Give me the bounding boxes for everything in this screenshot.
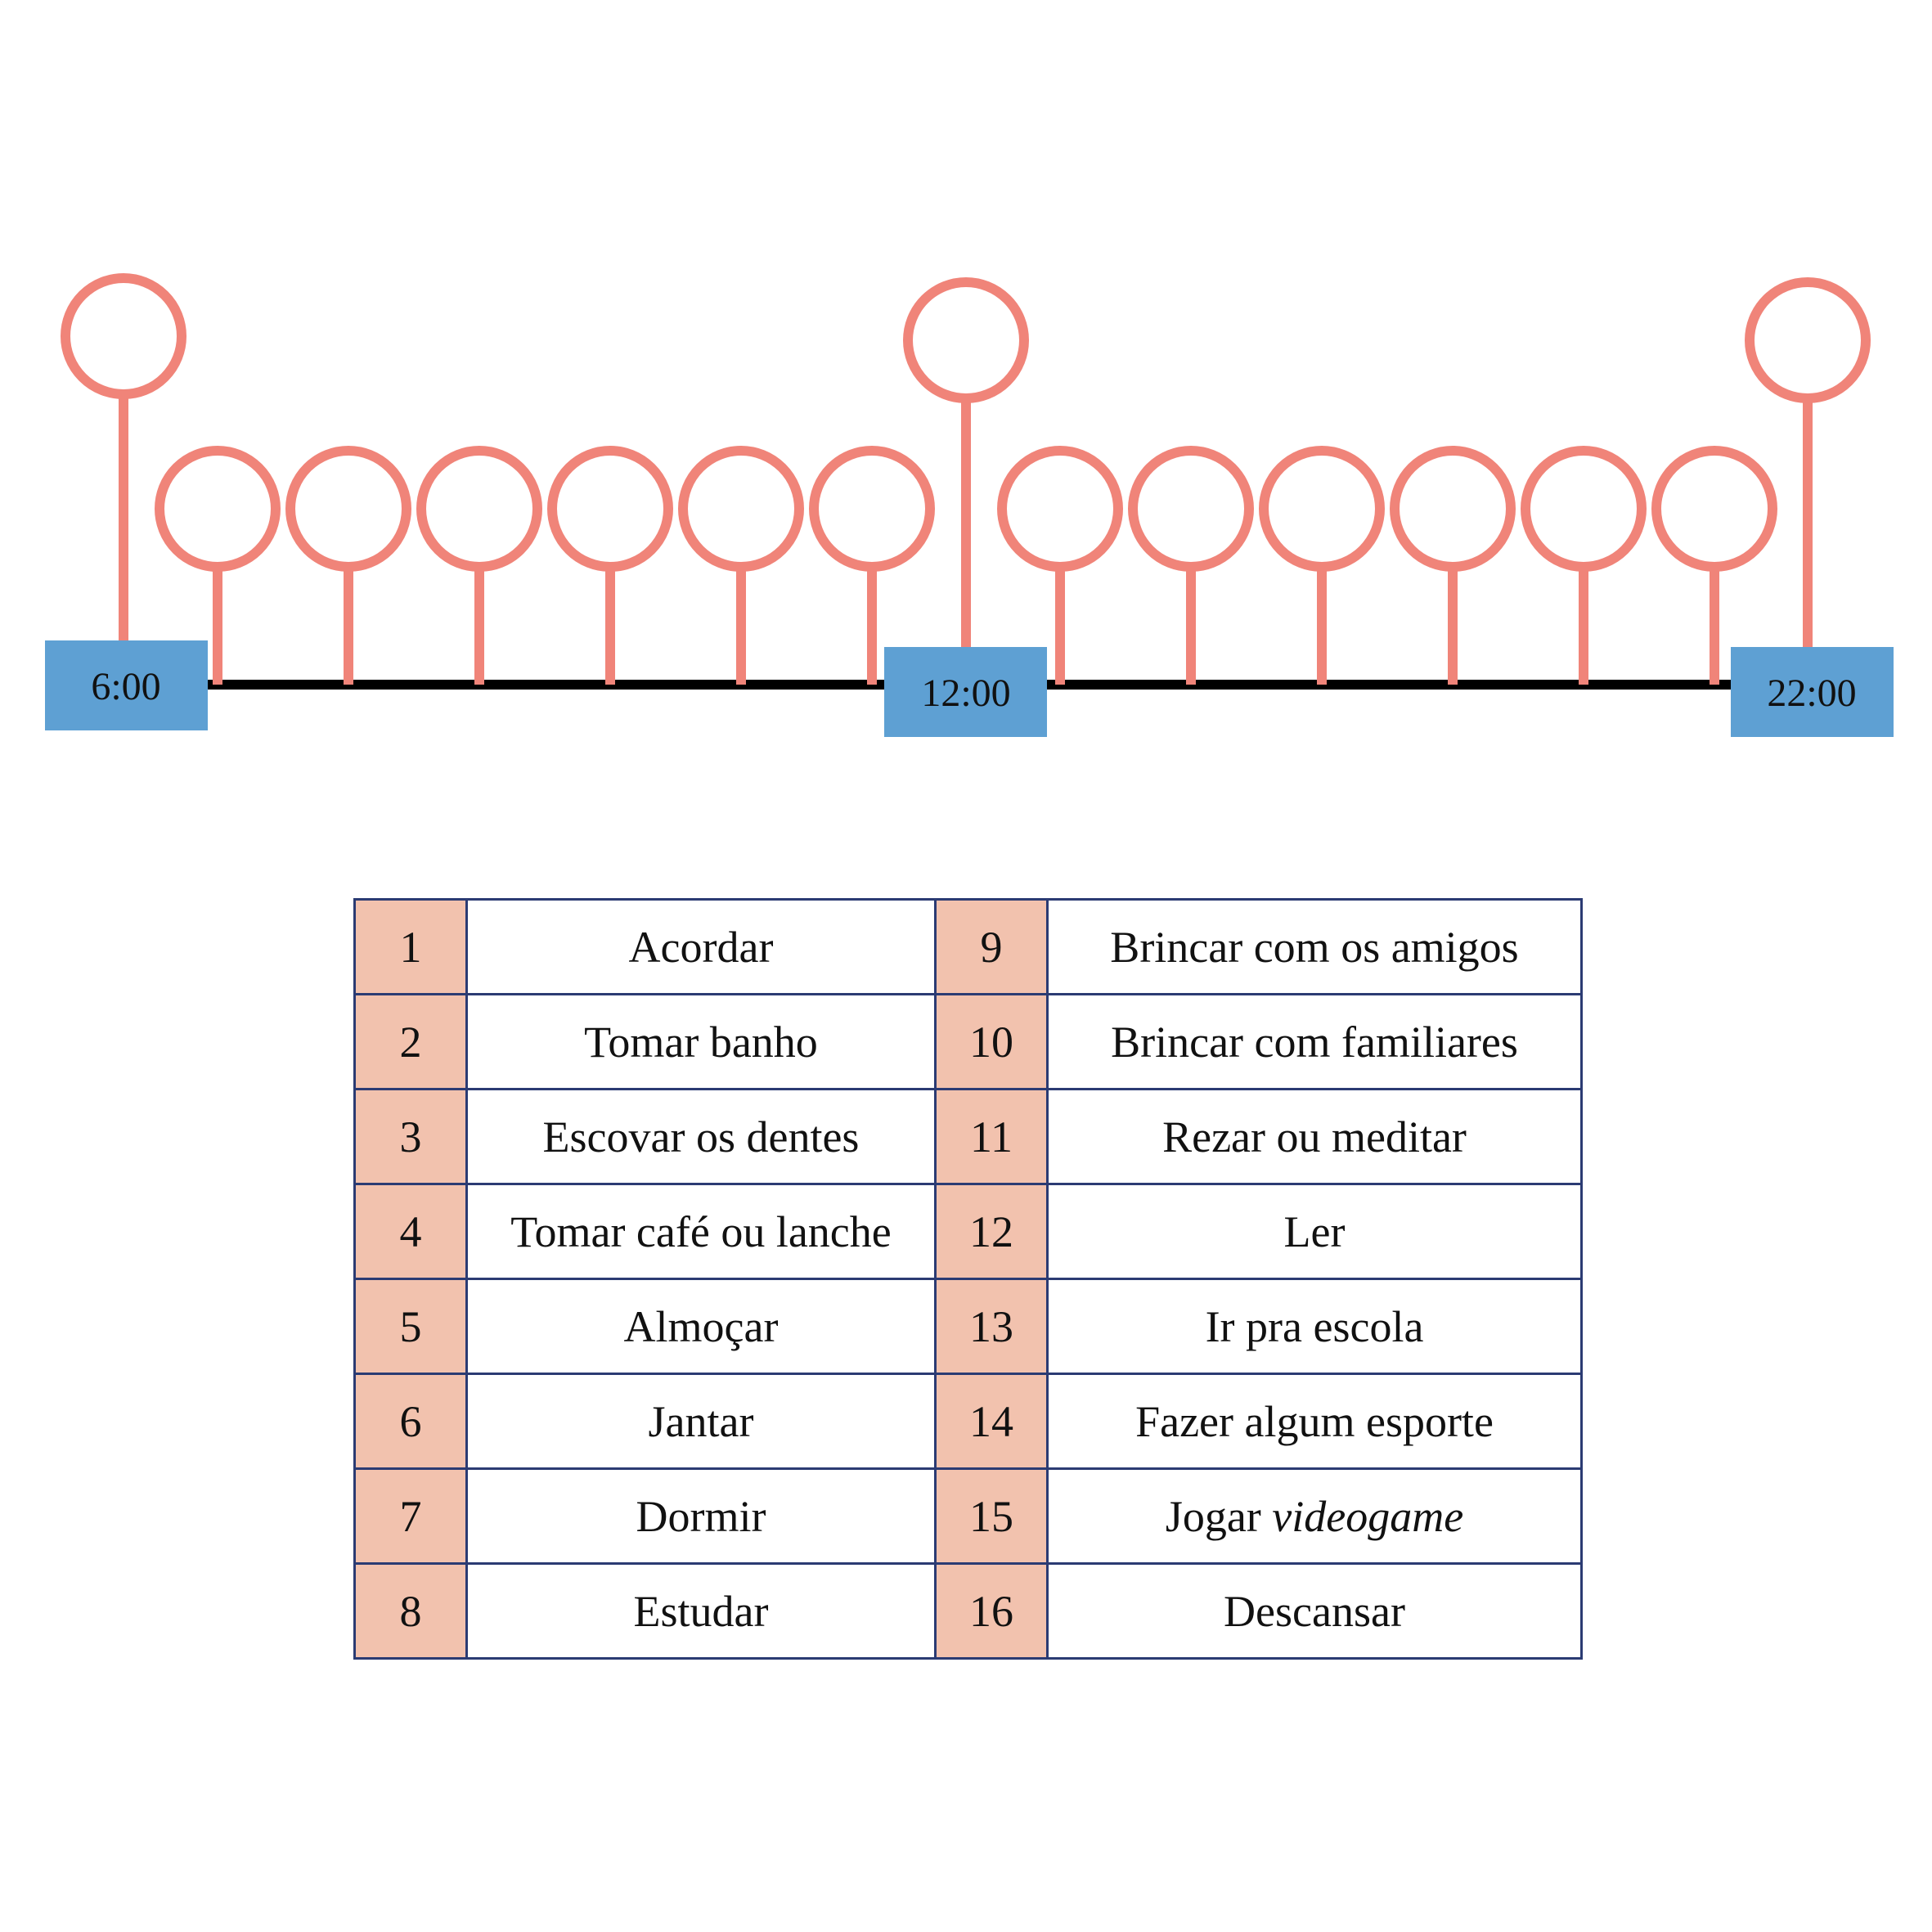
slot-circle[interactable]: [1521, 446, 1647, 572]
table-row: 1 Acordar 9 Brincar com os amigos: [353, 898, 1583, 995]
slot-circle[interactable]: [416, 446, 542, 572]
activity-label: Estudar: [465, 1562, 937, 1660]
activity-number: 2: [353, 993, 468, 1090]
activity-label: Tomar banho: [465, 993, 937, 1090]
activity-label: Escovar os dentes: [465, 1088, 937, 1185]
activity-label: Almoçar: [465, 1278, 937, 1375]
activity-label: Rezar ou meditar: [1046, 1088, 1583, 1185]
activity-label-plain: Jogar: [1165, 1491, 1273, 1541]
activity-number: 13: [934, 1278, 1049, 1375]
slot-8: [1128, 446, 1254, 685]
marker-circle[interactable]: [903, 277, 1029, 403]
activity-label: Jantar: [465, 1373, 937, 1470]
slot-4: [547, 446, 673, 685]
activity-label: Brincar com os amigos: [1046, 898, 1583, 995]
activity-number: 11: [934, 1088, 1049, 1185]
activity-number: 5: [353, 1278, 468, 1375]
slot-circle[interactable]: [1128, 446, 1254, 572]
slot-circle[interactable]: [997, 446, 1123, 572]
slot-1: [155, 446, 281, 685]
slot-circle[interactable]: [809, 446, 935, 572]
activity-label: Dormir: [465, 1467, 937, 1565]
slot-6: [809, 446, 935, 685]
table-row: 3 Escovar os dentes 11 Rezar ou meditar: [353, 1088, 1583, 1185]
table-row: 4 Tomar café ou lanche 12 Ler: [353, 1183, 1583, 1280]
activity-number: 7: [353, 1467, 468, 1565]
activity-number: 16: [934, 1562, 1049, 1660]
activity-label: Brincar com familiares: [1046, 993, 1583, 1090]
activity-number: 14: [934, 1373, 1049, 1470]
activity-label: Ler: [1046, 1183, 1583, 1280]
slot-5: [678, 446, 804, 685]
time-marker-6-00: 6:00: [45, 273, 208, 730]
marker-circle[interactable]: [1745, 277, 1871, 403]
time-box: [45, 640, 208, 730]
activity-number: 10: [934, 993, 1049, 1090]
activity-label: Descansar: [1046, 1562, 1583, 1660]
activity-label: Fazer algum esporte: [1046, 1373, 1583, 1470]
table-row: 7 Dormir 15 Jogar videogame: [353, 1467, 1583, 1565]
table-row: 6 Jantar 14 Fazer algum esporte: [353, 1373, 1583, 1470]
slot-2: [285, 446, 411, 685]
activity-number: 1: [353, 898, 468, 995]
activity-number: 3: [353, 1088, 468, 1185]
activity-label: Ir pra escola: [1046, 1278, 1583, 1375]
activity-label: Acordar: [465, 898, 937, 995]
activity-number: 15: [934, 1467, 1049, 1565]
time-marker-12-00: 12:00: [884, 277, 1047, 737]
marker-circle[interactable]: [61, 273, 186, 399]
slot-circle[interactable]: [1259, 446, 1385, 572]
slot-9: [1259, 446, 1385, 685]
activity-number: 8: [353, 1562, 468, 1660]
time-box: [884, 647, 1047, 737]
table-row: 2 Tomar banho 10 Brincar com familiares: [353, 993, 1583, 1090]
slot-12: [1651, 446, 1777, 685]
slot-circle[interactable]: [1651, 446, 1777, 572]
activity-number: 6: [353, 1373, 468, 1470]
time-marker-22-00: 22:00: [1731, 277, 1894, 737]
activity-number: 4: [353, 1183, 468, 1280]
slot-circle[interactable]: [285, 446, 411, 572]
timeline-diagram: 6:00 12:00 22:00: [45, 273, 1894, 737]
slot-circle[interactable]: [547, 446, 673, 572]
slot-circle[interactable]: [1390, 446, 1516, 572]
slot-circle[interactable]: [155, 446, 281, 572]
slot-circle[interactable]: [678, 446, 804, 572]
slot-10: [1390, 446, 1516, 685]
activity-label-videogame: Jogar videogame: [1046, 1467, 1583, 1565]
slot-11: [1521, 446, 1647, 685]
slot-7: [997, 446, 1123, 685]
time-label: 6:00: [91, 665, 160, 708]
activity-label-italic: videogame: [1272, 1491, 1464, 1541]
table-row: 8 Estudar 16 Descansar: [353, 1562, 1583, 1660]
time-box: [1731, 647, 1894, 737]
activity-number: 12: [934, 1183, 1049, 1280]
activity-label: Tomar café ou lanche: [465, 1183, 937, 1280]
time-label: 12:00: [921, 672, 1010, 715]
slot-3: [416, 446, 542, 685]
activity-number: 9: [934, 898, 1049, 995]
table-row: 5 Almoçar 13 Ir pra escola: [353, 1278, 1583, 1375]
activity-table: 1 Acordar 9 Brincar com os amigos 2 Toma…: [353, 898, 1583, 1660]
time-label: 22:00: [1767, 672, 1856, 715]
